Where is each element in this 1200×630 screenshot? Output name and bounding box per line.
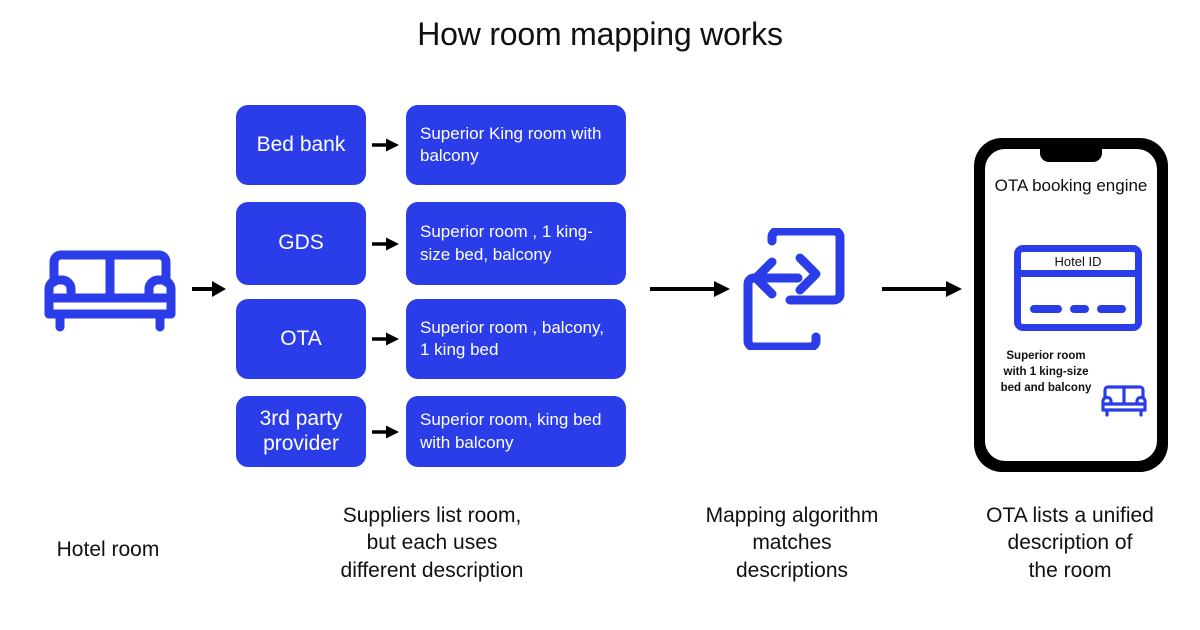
phone-notch <box>1040 149 1102 162</box>
caption-line: descriptions <box>735 558 849 582</box>
table-row: 3rd party provider Superior room, king b… <box>236 396 626 467</box>
table-row: OTA Superior room , balcony, 1 king bed <box>236 299 626 379</box>
dash-segment <box>1097 305 1126 313</box>
room-description-box[interactable]: Superior room, king bed with balcony <box>406 396 626 467</box>
sofa-icon <box>40 246 180 332</box>
table-row: GDS Superior room , 1 king-size bed, bal… <box>236 202 626 285</box>
caption-mapping: Mapping algorithm matches descriptions <box>660 502 924 584</box>
caption-line: Suppliers list room, <box>342 504 522 527</box>
caption-line: the room <box>1028 558 1112 582</box>
phone-mockup: OTA booking engine Hotel ID Superior roo… <box>974 138 1168 472</box>
ota-booking-engine-title: OTA booking engine <box>994 176 1148 195</box>
swap-sync-icon <box>742 226 846 352</box>
room-description-box[interactable]: Superior room , balcony, 1 king bed <box>406 299 626 379</box>
caption-suppliers: Suppliers list room, but each uses diffe… <box>272 502 592 584</box>
caption-line: different description <box>340 558 524 582</box>
caption-hotel-room: Hotel room <box>56 538 160 561</box>
hotel-id-label: Hotel ID <box>1021 252 1135 277</box>
room-description-box[interactable]: Superior King room with balcony <box>406 105 626 185</box>
caption-line: description of <box>1007 531 1133 555</box>
arrow-right-icon <box>192 278 228 300</box>
caption-line: but each uses <box>366 531 498 555</box>
arrow-right-icon <box>650 278 732 300</box>
sofa-icon <box>1099 383 1149 417</box>
unified-room-description: Superior room with 1 king-size bed and b… <box>1000 350 1092 394</box>
caption-line: matches <box>752 531 832 555</box>
table-row: Bed bank Superior King room with balcony <box>236 105 626 185</box>
arrow-right-icon <box>882 278 964 300</box>
supplier-name-box[interactable]: GDS <box>236 202 366 285</box>
phone-screen: OTA booking engine Hotel ID Superior roo… <box>985 149 1157 461</box>
hotel-id-card[interactable]: Hotel ID <box>1014 245 1142 331</box>
dash-segment <box>1030 305 1063 313</box>
arrow-right-icon <box>366 135 406 155</box>
dash-segment <box>1070 305 1090 313</box>
arrow-right-icon <box>366 329 406 349</box>
caption-line: OTA lists a unified <box>986 504 1154 527</box>
supplier-name-box[interactable]: Bed bank <box>236 105 366 185</box>
hotel-id-placeholder-dashes <box>1030 305 1126 313</box>
supplier-name-box[interactable]: OTA <box>236 299 366 379</box>
supplier-name-box[interactable]: 3rd party provider <box>236 396 366 467</box>
room-description-box[interactable]: Superior room , 1 king-size bed, balcony <box>406 202 626 285</box>
caption-ota: OTA lists a unified description of the r… <box>940 502 1200 584</box>
arrow-right-icon <box>366 422 406 442</box>
caption-line: Mapping algorithm <box>705 504 879 527</box>
page-title: How room mapping works <box>417 16 783 52</box>
arrow-right-icon <box>366 234 406 254</box>
